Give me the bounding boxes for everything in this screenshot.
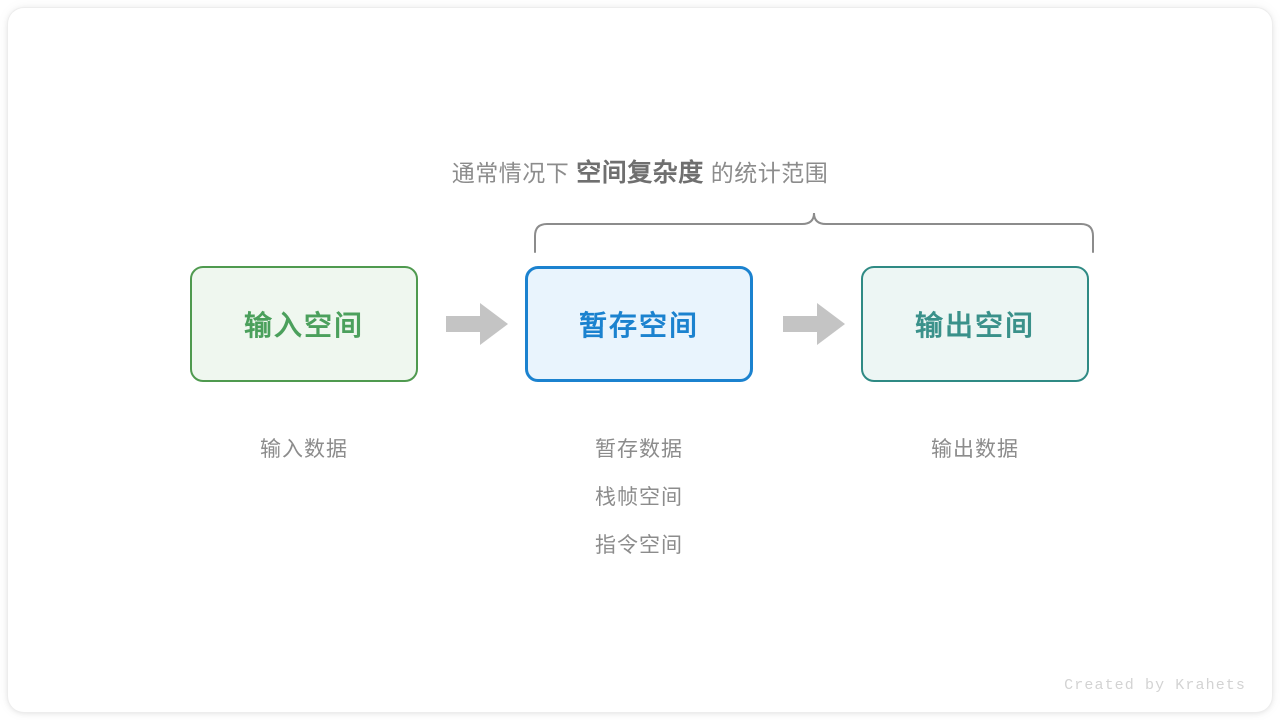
caption-instruction-space: 指令空间	[595, 534, 683, 557]
caption-stack-frame-space: 栈帧空间	[595, 486, 683, 509]
box-input-space: 输入空间	[190, 266, 418, 382]
arrow-input-to-temp-icon	[446, 303, 508, 345]
title-emphasis: 空间复杂度	[576, 159, 704, 187]
caption-output-data: 输出数据	[931, 438, 1019, 461]
arrow-temp-to-output-icon	[783, 303, 845, 345]
caption-temp-data: 暂存数据	[595, 438, 683, 461]
box-output-space-label: 输出空间	[914, 310, 1035, 341]
diagram-canvas: 通常情况下空间复杂度的统计范围 输入空间 暂存空间 输出空间	[8, 8, 1272, 712]
captions-input: 输入数据	[190, 426, 418, 474]
credit-text: Created by Krahets	[1064, 677, 1246, 694]
captions-temp: 暂存数据 栈帧空间 指令空间	[525, 426, 753, 570]
captions-output: 输出数据	[861, 426, 1089, 474]
box-output-space: 输出空间	[861, 266, 1089, 382]
space-flow-row: 输入空间 暂存空间 输出空间	[190, 266, 1090, 386]
diagram-card: 通常情况下空间复杂度的统计范围 输入空间 暂存空间 输出空间	[8, 8, 1272, 712]
box-temp-space: 暂存空间	[525, 266, 753, 382]
title-prefix: 通常情况下	[451, 160, 570, 186]
caption-input-data: 输入数据	[260, 438, 348, 461]
box-temp-space-label: 暂存空间	[578, 310, 699, 341]
scope-brace	[534, 212, 1094, 253]
box-input-space-label: 输入空间	[243, 310, 364, 341]
diagram-title: 通常情况下空间复杂度的统计范围	[8, 156, 1272, 190]
title-suffix: 的统计范围	[710, 160, 829, 186]
